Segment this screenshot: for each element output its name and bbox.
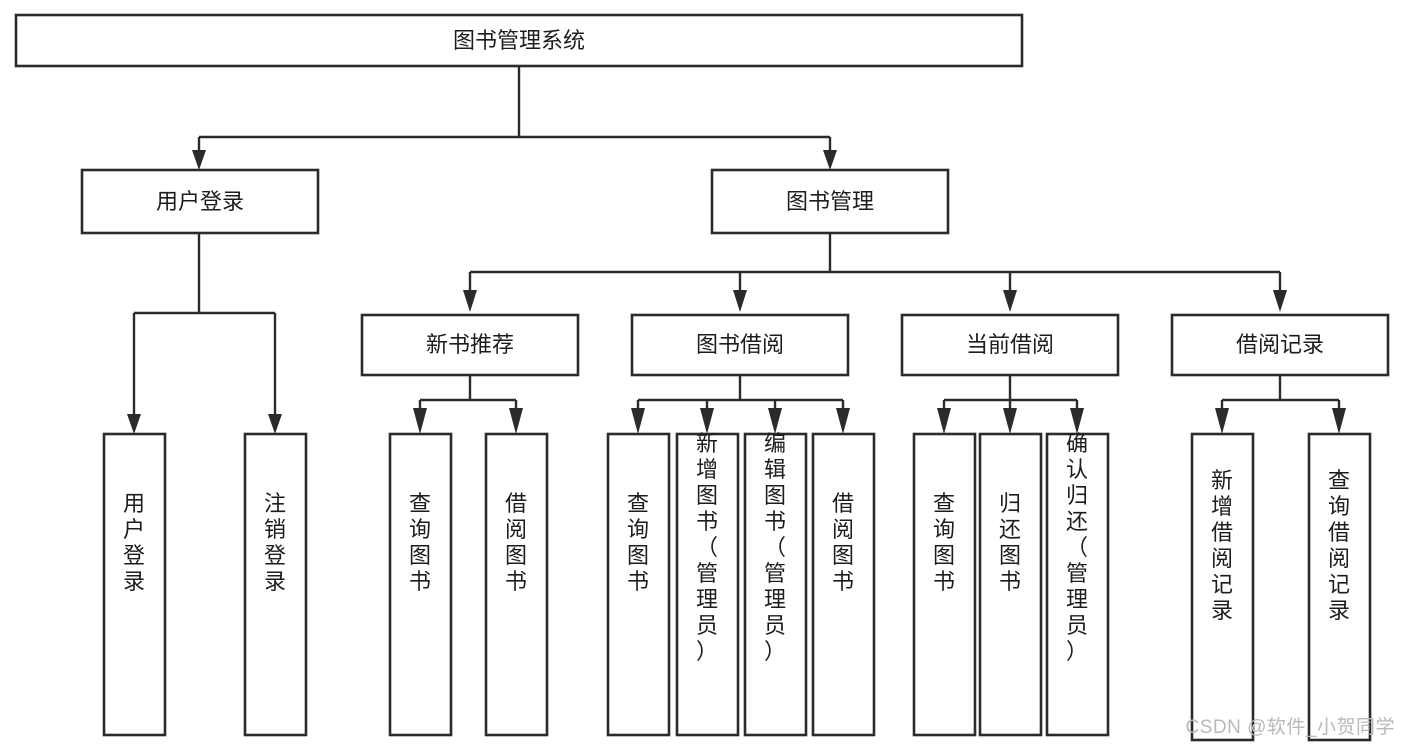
node-new-book-recommendation[interactable]: 新书推荐: [360, 313, 580, 377]
connector-layer: [127, 66, 1346, 434]
arrowhead-br-leaf4: [836, 408, 850, 434]
node-leaf-add-book-admin-rect[interactable]: [675, 432, 740, 737]
node-book-borrowing-rect[interactable]: [630, 313, 850, 377]
node-leaf-query-book-br-label: 查询图书: [627, 491, 649, 594]
node-book-borrowing[interactable]: 图书借阅: [630, 313, 850, 377]
node-leaf-logout-label: 注销登录: [264, 491, 286, 594]
node-leaf-edit-book-admin-rect[interactable]: [743, 432, 808, 737]
node-leaf-query-book-nb-label: 查询图书: [409, 491, 431, 594]
node-leaf-confirm-return-admin-rect[interactable]: [1045, 432, 1110, 737]
arrowhead-leaf-user-login: [127, 414, 141, 434]
node-leaf-query-borrow-record-rect[interactable]: [1307, 432, 1372, 742]
node-leaf-query-book-cu-label: 查询图书: [933, 491, 955, 594]
node-leaf-add-book-admin[interactable]: 新增图书（管理员）: [675, 431, 740, 737]
node-leaf-user-login-rect[interactable]: [102, 432, 167, 737]
node-leaf-edit-book-admin-label: 编辑图书（管理员）: [764, 431, 786, 664]
node-user-login-label: 用户登录: [156, 189, 244, 214]
node-leaf-user-login-label: 用户登录: [123, 491, 145, 594]
node-book-borrowing-label: 图书借阅: [696, 332, 784, 357]
node-leaf-confirm-return-admin-label: 确认归还（管理员）: [1066, 431, 1088, 664]
node-root-rect[interactable]: [14, 13, 1024, 68]
arrowhead-leaf-logout: [268, 414, 282, 434]
node-borrow-records-rect[interactable]: [1170, 313, 1390, 377]
arrowhead-user-login: [192, 150, 206, 170]
node-new-book-recommendation-label: 新书推荐: [426, 332, 514, 357]
node-user-login[interactable]: 用户登录: [80, 168, 320, 235]
node-leaf-query-book-br-rect[interactable]: [606, 432, 671, 737]
node-current-borrowing-label: 当前借阅: [966, 332, 1054, 357]
node-leaf-return-book-rect[interactable]: [978, 432, 1043, 737]
arrowhead-br-leaf2: [700, 408, 714, 434]
node-current-borrowing[interactable]: 当前借阅: [900, 313, 1120, 377]
node-leaf-borrow-book-nb-label: 借阅图书: [505, 491, 527, 594]
node-borrow-records[interactable]: 借阅记录: [1170, 313, 1390, 377]
arrowhead-cu-leaf3: [1070, 408, 1084, 434]
arrowhead-newbook: [463, 290, 477, 312]
node-leaf-borrow-book-br-label: 借阅图书: [832, 491, 854, 594]
node-leaf-query-book-nb-rect[interactable]: [388, 432, 453, 737]
node-leaf-add-borrow-record[interactable]: 新增借阅记录: [1190, 432, 1255, 742]
node-borrow-records-label: 借阅记录: [1236, 332, 1324, 357]
node-root-label: 图书管理系统: [453, 28, 585, 53]
node-book-management[interactable]: 图书管理: [710, 168, 950, 235]
node-leaf-query-book-cu-rect[interactable]: [912, 432, 977, 737]
node-leaf-logout[interactable]: 注销登录: [243, 432, 308, 737]
arrowhead-book-mgmt: [823, 150, 837, 170]
node-leaf-borrow-book-nb[interactable]: 借阅图书: [484, 432, 549, 737]
node-leaf-query-borrow-record[interactable]: 查询借阅记录: [1307, 432, 1372, 742]
node-leaf-add-borrow-record-rect[interactable]: [1190, 432, 1255, 742]
node-leaf-add-borrow-record-label: 新增借阅记录: [1211, 468, 1233, 623]
node-leaf-query-book-nb[interactable]: 查询图书: [388, 432, 453, 737]
node-leaf-borrow-book-br-rect[interactable]: [811, 432, 876, 737]
node-book-management-label: 图书管理: [786, 189, 874, 214]
node-leaf-return-book-label: 归还图书: [999, 491, 1021, 594]
node-leaf-query-borrow-record-label: 查询借阅记录: [1328, 468, 1350, 623]
arrowhead-nb-leaf2: [509, 408, 523, 434]
arrowhead-cu-leaf2: [1003, 408, 1017, 434]
node-leaf-return-book[interactable]: 归还图书: [978, 432, 1043, 737]
node-book-management-rect[interactable]: [710, 168, 950, 235]
node-leaf-user-login[interactable]: 用户登录: [102, 432, 167, 737]
node-leaf-borrow-book-nb-rect[interactable]: [484, 432, 549, 737]
node-leaf-confirm-return-admin[interactable]: 确认归还（管理员）: [1045, 431, 1110, 737]
arrowhead-borrow: [733, 290, 747, 312]
arrowhead-records: [1273, 290, 1287, 312]
arrowhead-rc-leaf1: [1215, 408, 1229, 434]
node-new-book-recommendation-rect[interactable]: [360, 313, 580, 377]
arrowhead-br-leaf1: [631, 408, 645, 434]
node-user-login-rect[interactable]: [80, 168, 320, 235]
node-leaf-logout-rect[interactable]: [243, 432, 308, 737]
arrowhead-br-leaf3: [768, 408, 782, 434]
arrowhead-current: [1003, 290, 1017, 312]
arrowhead-cu-leaf1: [937, 408, 951, 434]
node-leaf-add-book-admin-label: 新增图书（管理员）: [696, 431, 718, 664]
node-root-book-management-system[interactable]: 图书管理系统: [14, 13, 1024, 68]
node-leaf-borrow-book-br[interactable]: 借阅图书: [811, 432, 876, 737]
node-leaf-query-book-cu[interactable]: 查询图书: [912, 432, 977, 737]
csdn-watermark: CSDN @软件_小贺同学: [1185, 717, 1395, 738]
node-current-borrowing-rect[interactable]: [900, 313, 1120, 377]
arrowhead-nb-leaf1: [413, 408, 427, 434]
node-leaf-query-book-br[interactable]: 查询图书: [606, 432, 671, 737]
node-leaf-edit-book-admin[interactable]: 编辑图书（管理员）: [743, 431, 808, 737]
arrowhead-rc-leaf2: [1332, 408, 1346, 434]
